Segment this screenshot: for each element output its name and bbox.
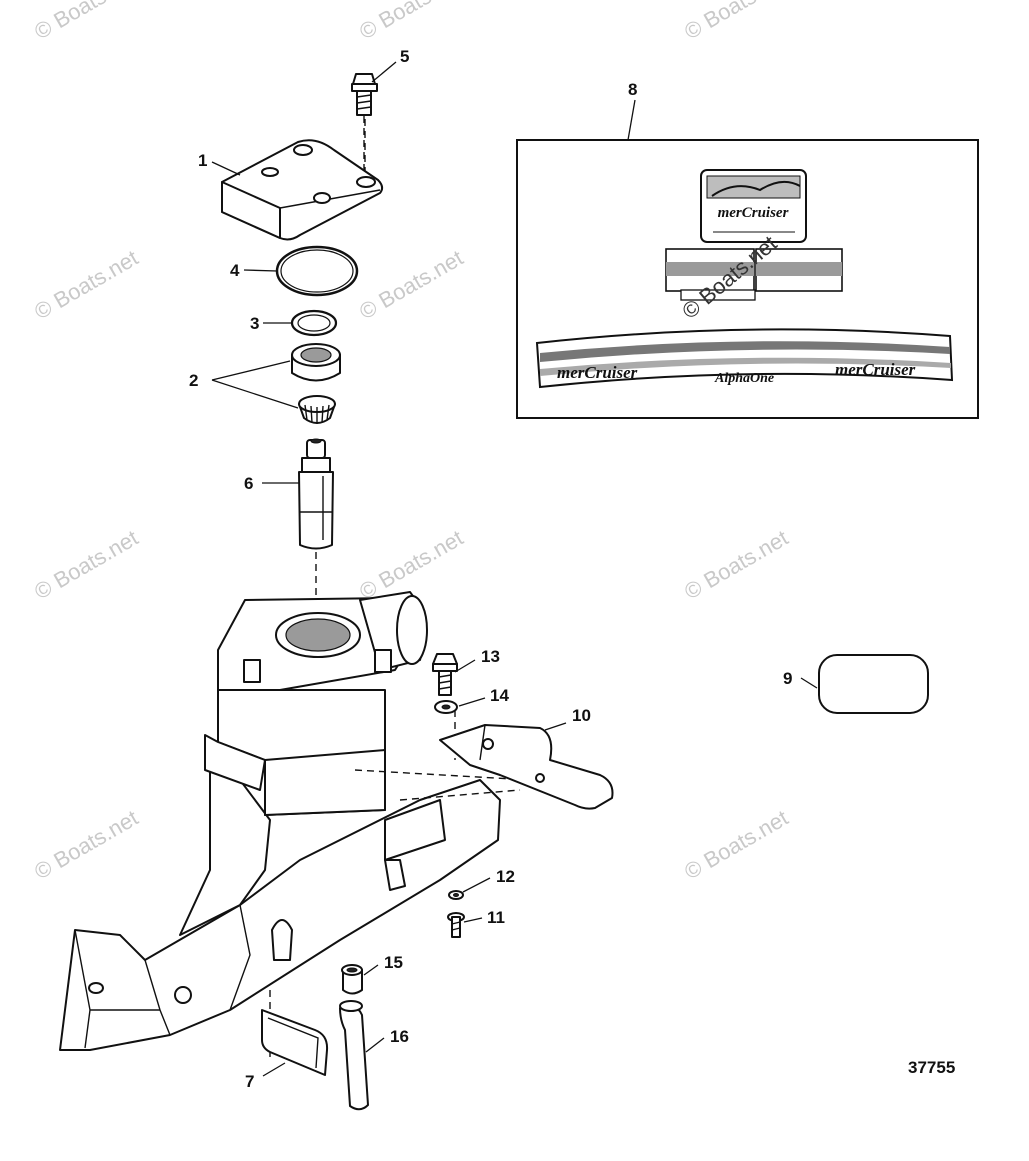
- callout-15: 15: [384, 953, 403, 972]
- callout-12: 12: [496, 867, 515, 886]
- leader-lines: [211, 61, 818, 1077]
- figure-number: 37755: [908, 1058, 955, 1077]
- callout-9: 9: [783, 669, 792, 688]
- part-4-o-ring: [275, 245, 359, 297]
- watermark: © Boats.net: [30, 245, 142, 324]
- watermark: © Boats.net: [680, 0, 792, 44]
- callout-5: 5: [400, 47, 409, 66]
- callout-1: 1: [198, 151, 207, 170]
- callout-labels: 5 1 4 3 2 6 8 9 10 13 14 12 11 15 16 7: [189, 47, 792, 1091]
- callout-11: 11: [487, 908, 505, 927]
- callout-14: 14: [490, 686, 509, 705]
- callout-7: 7: [245, 1072, 254, 1091]
- watermark: © Boats.net: [355, 0, 467, 44]
- watermark: © Boats.net: [680, 525, 792, 604]
- callout-2: 2: [189, 371, 198, 390]
- part-10-plate: [439, 724, 614, 810]
- callout-6: 6: [244, 474, 253, 493]
- callout-10: 10: [572, 706, 591, 725]
- part-12-washer: [448, 890, 464, 900]
- part-2-bearing: [291, 343, 341, 424]
- callout-3: 3: [250, 314, 259, 333]
- gimbal-housing: [59, 591, 531, 1060]
- part-15-bushing: [341, 964, 363, 995]
- stripe-decals: [665, 248, 843, 301]
- watermark-layer: © Boats.net © Boats.net © Boats.net © Bo…: [30, 0, 792, 884]
- part-3-ring: [290, 309, 338, 337]
- watermark: © Boats.net: [30, 0, 142, 44]
- callout-16: 16: [390, 1027, 409, 1046]
- watermark: © Boats.net: [30, 525, 142, 604]
- part-9-pad: [818, 654, 929, 714]
- badge-decal: merCruiser: [700, 169, 807, 243]
- stripe-brand-left: merCruiser: [557, 363, 638, 382]
- stripe-model: AlphaOne: [714, 371, 774, 386]
- part-7-gasket: [261, 1009, 329, 1076]
- part-11-screw: [447, 912, 465, 938]
- callout-13: 13: [481, 647, 500, 666]
- badge-brand-text: merCruiser: [718, 205, 789, 221]
- part-1-cover: [221, 139, 384, 241]
- stripe-brand-right: merCruiser: [835, 360, 916, 379]
- part-6-shaft: [298, 438, 334, 550]
- long-stripe-decal: merCruiser AlphaOne merCruiser: [535, 328, 954, 389]
- part-14-washer: [434, 700, 458, 714]
- watermark: © Boats.net: [30, 805, 142, 884]
- watermark: © Boats.net: [680, 805, 792, 884]
- watermark: © Boats.net: [355, 245, 467, 324]
- callout-8: 8: [628, 80, 637, 99]
- part-8-decal-set: merCruiser merCruiser AlphaOne merCruise…: [516, 139, 979, 419]
- part-16-hose: [339, 1000, 369, 1111]
- callout-4: 4: [230, 261, 240, 280]
- part-13-bolt: [432, 653, 458, 696]
